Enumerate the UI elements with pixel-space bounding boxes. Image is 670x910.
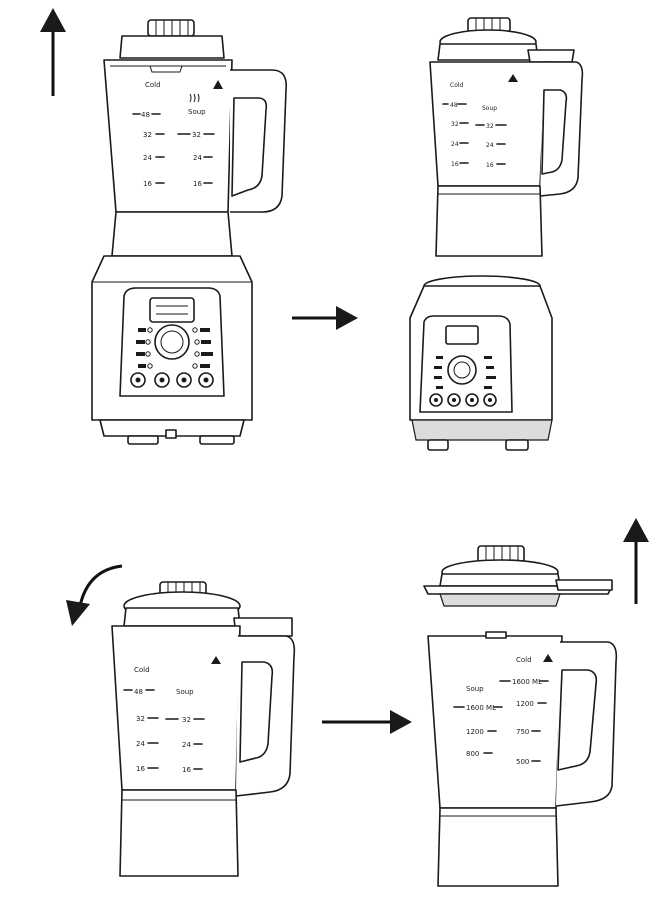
svg-text:48: 48: [141, 111, 150, 119]
svg-text:16: 16: [193, 180, 202, 188]
svg-text:16: 16: [136, 765, 145, 773]
svg-text:32: 32: [192, 131, 201, 139]
svg-text:16: 16: [486, 162, 494, 169]
arrow-up-icon: [623, 518, 649, 604]
arrow-right-icon: [322, 710, 412, 734]
svg-text:Cold: Cold: [450, 82, 464, 89]
svg-text:32: 32: [451, 121, 459, 128]
svg-text:24: 24: [143, 154, 152, 162]
svg-text:Cold: Cold: [134, 666, 150, 674]
steam-soup-icon: [189, 93, 200, 103]
soup-label: Soup: [188, 108, 206, 116]
svg-text:24: 24: [193, 154, 202, 162]
svg-text:16: 16: [143, 180, 152, 188]
step3-rotate-lid: Cold Soup 48 32 24 16 32 24 16: [66, 564, 296, 877]
step1-full-blender: Cold Soup 48 32 24 16 32 24 16: [40, 8, 288, 445]
cold-label: Cold: [145, 81, 161, 89]
svg-text:1200: 1200: [516, 700, 534, 708]
warning-triangle-icon: [213, 80, 223, 89]
rotate-counterclockwise-icon: [66, 564, 123, 626]
step2-jug-removed: Cold Soup 48 32 24 16 32 24 16: [409, 17, 584, 451]
svg-text:24: 24: [182, 741, 191, 749]
arrow-up-icon: [40, 8, 66, 96]
svg-text:Cold: Cold: [516, 656, 532, 664]
step4-lid-removed: Cold Soup 1600 ML 1200 750 500 1600 ML 1…: [423, 518, 649, 887]
svg-text:1600 ML: 1600 ML: [466, 704, 496, 712]
svg-text:48: 48: [450, 102, 458, 109]
svg-text:24: 24: [486, 142, 494, 149]
svg-text:1200: 1200: [466, 728, 484, 736]
svg-text:Soup: Soup: [176, 688, 194, 696]
svg-text:24: 24: [136, 740, 145, 748]
svg-text:32: 32: [143, 131, 152, 139]
svg-text:500: 500: [516, 758, 529, 766]
svg-text:32: 32: [136, 715, 145, 723]
svg-text:16: 16: [451, 161, 459, 168]
svg-text:Soup: Soup: [466, 685, 484, 693]
svg-text:1600 ML: 1600 ML: [512, 678, 542, 686]
svg-text:16: 16: [182, 766, 191, 774]
svg-text:48: 48: [134, 688, 143, 696]
svg-text:24: 24: [451, 141, 459, 148]
svg-text:32: 32: [182, 716, 191, 724]
svg-text:800: 800: [466, 750, 479, 758]
arrow-right-icon: [292, 306, 358, 330]
svg-text:Soup: Soup: [482, 105, 497, 112]
svg-text:750: 750: [516, 728, 529, 736]
svg-text:32: 32: [486, 123, 494, 130]
